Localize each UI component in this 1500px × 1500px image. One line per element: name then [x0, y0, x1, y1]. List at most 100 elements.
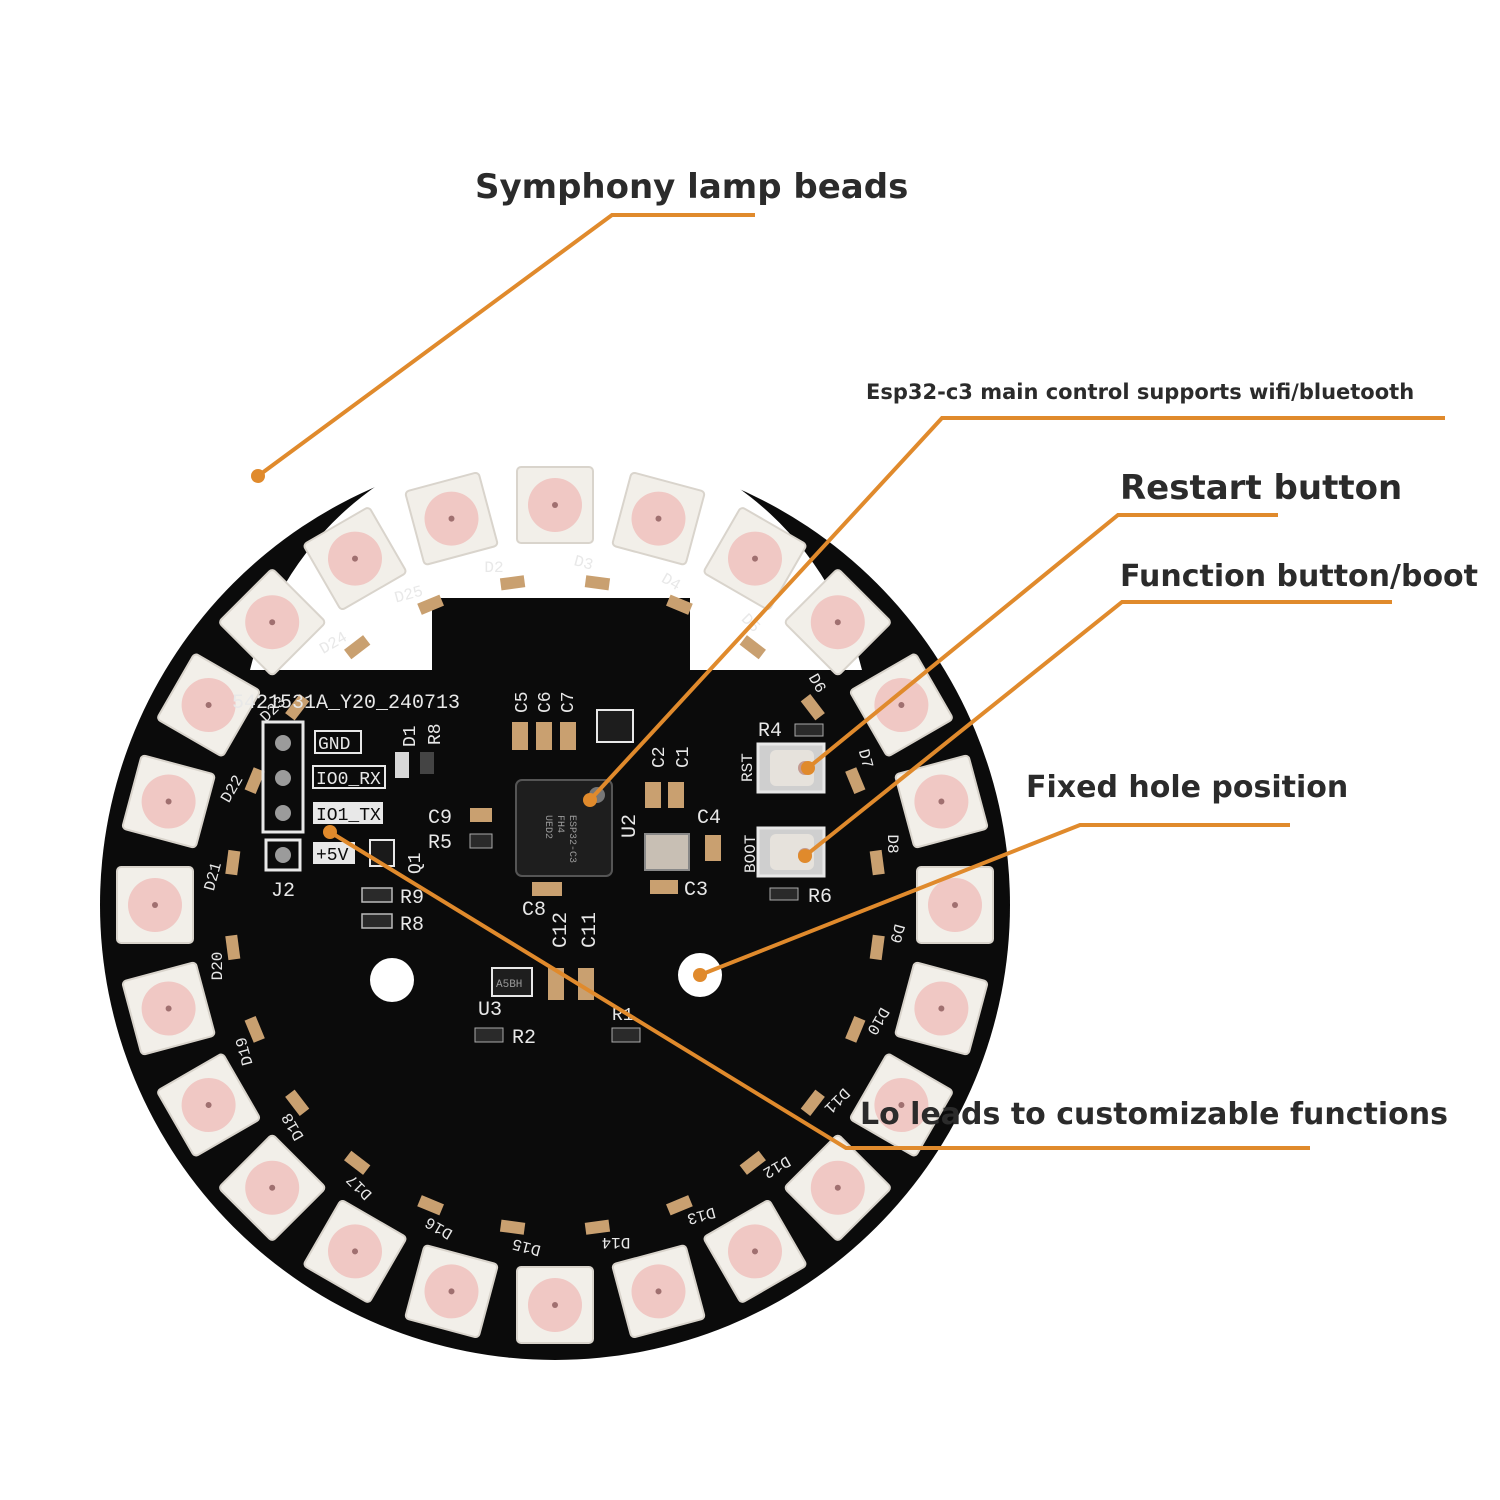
- label-esp32: Esp32-c3 main control supports wifi/blue…: [866, 380, 1414, 404]
- led-decoupling-cap: [344, 635, 371, 660]
- mcu-marking-1: ESP32-C3: [566, 815, 577, 863]
- led-label: D20: [209, 952, 227, 981]
- dot-hole: [693, 968, 707, 982]
- led-label: D2: [484, 559, 503, 577]
- led-bead: [404, 1244, 499, 1339]
- led-bead: [516, 466, 594, 544]
- mcu-marking-2: FH4: [554, 815, 565, 833]
- pin-label-io0: IO0_RX: [316, 770, 381, 790]
- led-die: [952, 902, 958, 908]
- led-die: [205, 1102, 212, 1108]
- led-label: D8: [883, 834, 901, 853]
- led-decoupling-cap: [869, 934, 885, 961]
- led-die: [165, 1005, 172, 1012]
- crystal: [644, 833, 690, 871]
- label-io-leads: Lo leads to customizable functions: [860, 1097, 1448, 1132]
- led-bead: [784, 569, 891, 676]
- led-decoupling-cap: [869, 849, 885, 876]
- c9-label: C9: [428, 807, 452, 830]
- pcb-board: [100, 429, 1010, 1360]
- led-decoupling-cap: [584, 1219, 611, 1235]
- led-decoupling-cap: [739, 1150, 766, 1175]
- caps-c11-c12: C12 C11: [548, 912, 602, 1000]
- c4-cap: [705, 835, 721, 861]
- pin-io1[interactable]: [275, 805, 291, 821]
- led-die: [834, 1184, 841, 1191]
- dot-esp32: [583, 793, 597, 807]
- led-die: [205, 702, 212, 708]
- led-decoupling-cap: [285, 1089, 310, 1116]
- pin-gnd[interactable]: [275, 735, 291, 751]
- led-decoupling-cap: [285, 694, 310, 721]
- led-decoupling-cap: [584, 575, 611, 591]
- regulator-u3: A5BH U3 R2: [474, 967, 536, 1050]
- small-ic: [596, 709, 634, 743]
- led-label: D7: [854, 747, 876, 770]
- header-pin-labels: GND IO0_RX IO1_TX +5V: [312, 730, 386, 866]
- resistors-r8-r9: R9 R8: [361, 887, 424, 937]
- led-label: D3: [572, 552, 595, 574]
- u3-marking: A5BH: [496, 979, 522, 991]
- r4-resistor: [794, 723, 824, 737]
- pin-5v[interactable]: [275, 847, 291, 863]
- label-restart: Restart button: [1120, 468, 1402, 508]
- board-cutout: [250, 429, 862, 670]
- led-die: [898, 702, 905, 708]
- dot-boot: [798, 849, 812, 863]
- callout-line-restart: [806, 513, 1278, 770]
- led-die: [352, 555, 358, 562]
- led-decoupling-cap: [344, 1150, 371, 1175]
- r6-resistor: [769, 887, 799, 901]
- led-die: [552, 502, 558, 508]
- c8-cap: [532, 882, 562, 896]
- c5-label: C5: [513, 691, 533, 713]
- led-decoupling-cap: [417, 594, 444, 615]
- led-die: [938, 798, 945, 805]
- led-bead: [611, 1244, 706, 1339]
- caps-c5-c7: C5 C6 C7: [512, 691, 579, 750]
- q1-label: Q1: [406, 852, 426, 874]
- r9-label: R9: [400, 887, 424, 910]
- pin-io0[interactable]: [275, 770, 291, 786]
- led-decoupling-cap: [800, 1089, 825, 1116]
- r7-label: R8: [426, 723, 446, 745]
- led-bead: [849, 653, 953, 757]
- led-bead: [916, 866, 994, 944]
- led-die: [552, 1302, 558, 1308]
- led-bead: [157, 1053, 261, 1157]
- caps-c1-c2: C2 C1: [645, 746, 694, 808]
- c6-label: C6: [536, 691, 556, 713]
- c8-label: C8: [522, 899, 546, 922]
- callout-line-io: [328, 830, 1310, 1150]
- antenna-area: [432, 598, 690, 670]
- led-die: [448, 1288, 455, 1295]
- header-j2: J2: [261, 720, 305, 903]
- led-bead: [784, 1134, 891, 1241]
- led-die: [752, 555, 758, 562]
- led-die: [938, 1005, 945, 1012]
- led-label: D14: [602, 1233, 631, 1251]
- led-bead: [303, 507, 407, 611]
- r2-label: R2: [512, 1027, 536, 1050]
- callout-line-esp32: [588, 416, 1445, 802]
- d1-label: D1: [401, 725, 421, 747]
- led-decoupling-cap: [417, 1195, 444, 1216]
- led-die: [269, 1184, 276, 1191]
- led-die: [165, 798, 172, 805]
- led-bead: [219, 569, 326, 676]
- rst-label: RST: [739, 753, 757, 782]
- callout-lines: [256, 213, 1445, 1150]
- pin-label-5v: +5V: [316, 846, 349, 866]
- led-die: [352, 1248, 358, 1255]
- pin-label-gnd: GND: [318, 735, 350, 755]
- led-decoupling-cap: [244, 767, 265, 794]
- led-die: [834, 619, 841, 626]
- led-decoupling-cap: [739, 635, 766, 660]
- led-die: [655, 1288, 662, 1295]
- boot-label: BOOT: [742, 835, 760, 873]
- led-bead: [703, 1199, 807, 1303]
- led-decoupling-cap: [225, 849, 241, 876]
- led-die: [752, 1248, 758, 1255]
